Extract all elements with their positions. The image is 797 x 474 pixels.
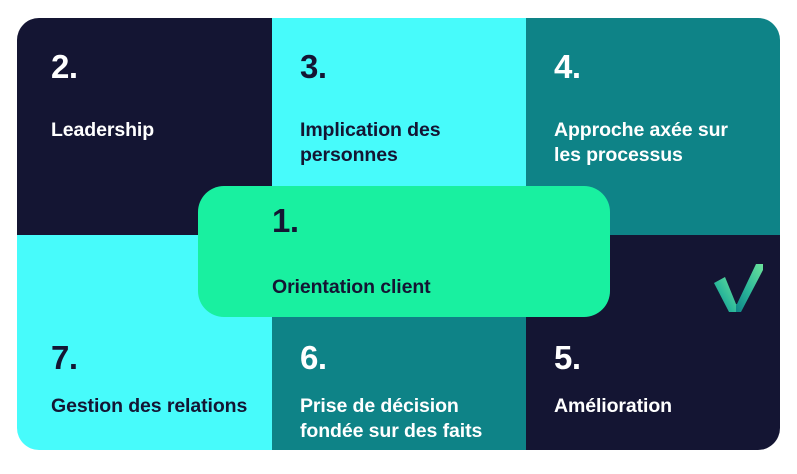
- principle-label: Implication des personnes: [300, 119, 441, 166]
- principle-number: 5.: [554, 339, 581, 376]
- principle-label: Gestion des relations: [51, 395, 248, 417]
- seven-principles-board: 2. Leadership 3. Implication des personn…: [17, 18, 780, 450]
- principle-cell-1-center[interactable]: 1. Orientation client: [198, 186, 610, 317]
- check-mark-icon: [712, 263, 764, 313]
- principle-number: 7.: [51, 339, 78, 376]
- principle-number: 6.: [300, 339, 327, 376]
- principle-number: 2.: [51, 48, 78, 85]
- principle-label: Prise de décision fondée sur des faits: [300, 395, 483, 442]
- principle-number: 1.: [272, 202, 299, 239]
- principle-number: 3.: [300, 48, 327, 85]
- principle-cell-2[interactable]: 2. Leadership: [17, 18, 272, 235]
- principle-label: Orientation client: [272, 276, 431, 298]
- principle-label: Approche axée sur les processus: [554, 119, 728, 166]
- principle-label: Amélioration: [554, 395, 672, 417]
- principle-label: Leadership: [51, 119, 155, 141]
- principle-number: 4.: [554, 48, 581, 85]
